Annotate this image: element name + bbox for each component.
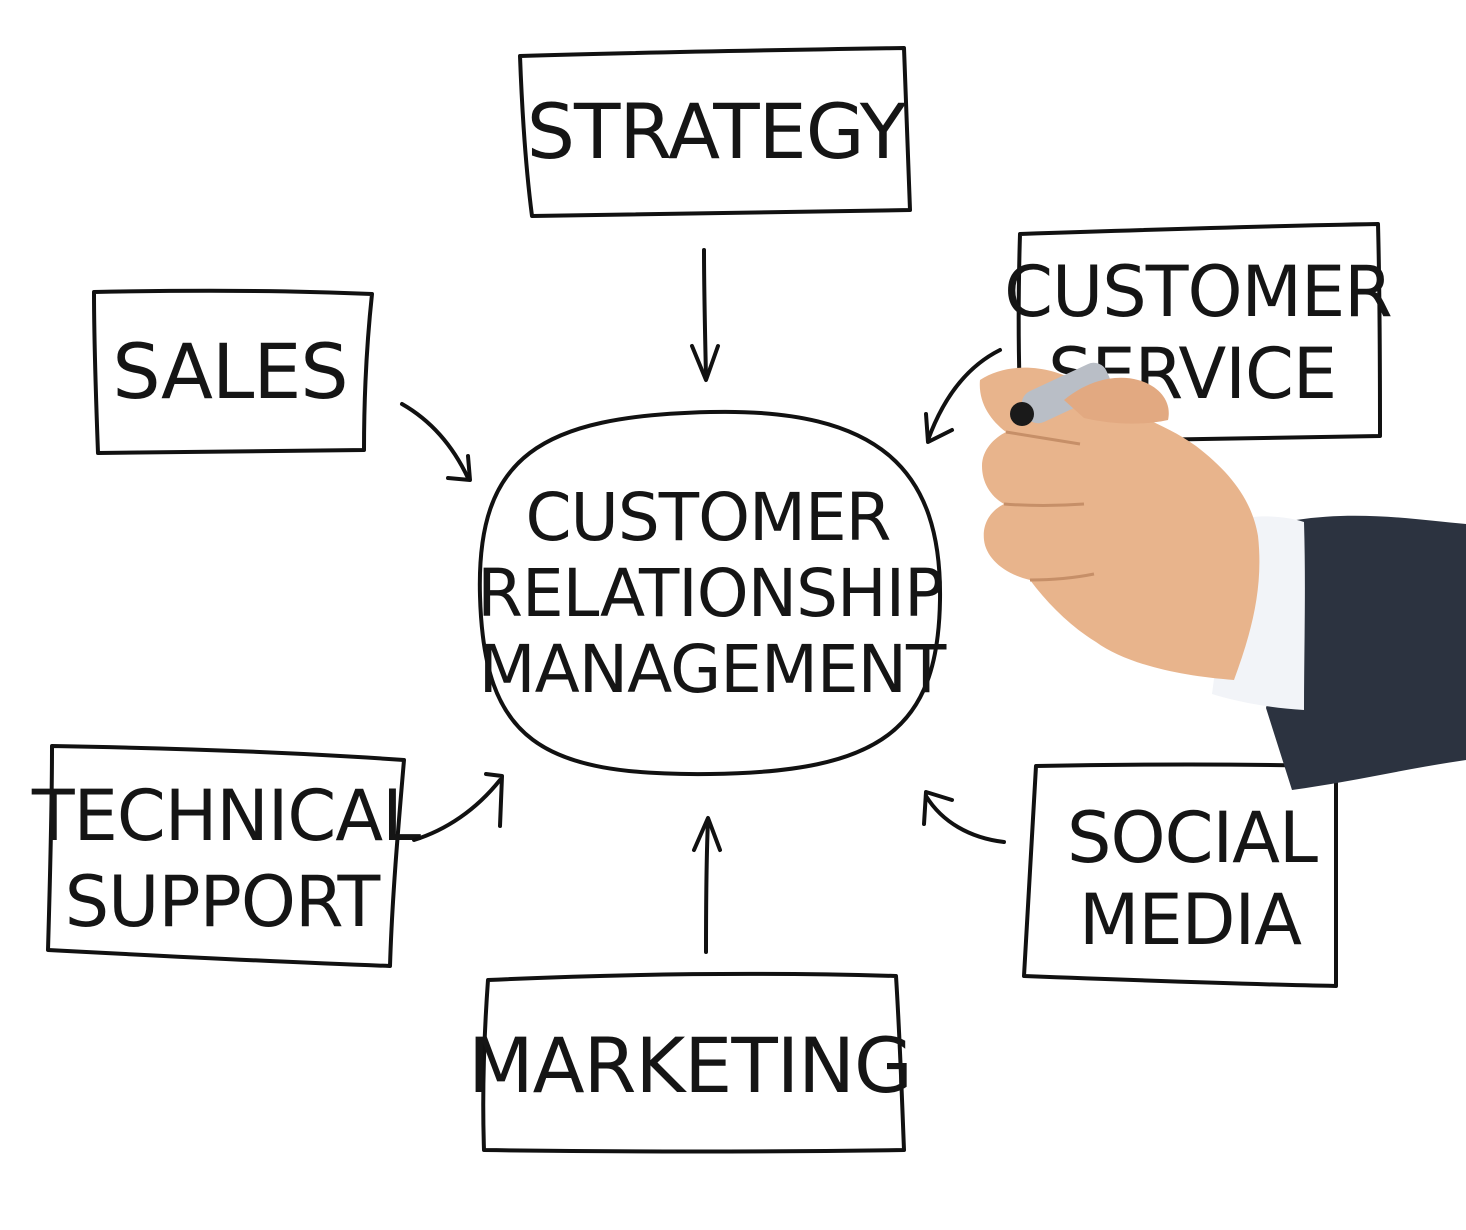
arrow-social-media (922, 790, 1006, 844)
node-customer-service: CUSTOMER SERVICE (1004, 222, 1393, 444)
arrow-strategy (690, 248, 720, 382)
finger-line-2 (1003, 502, 1085, 507)
marker-tip (1010, 402, 1034, 426)
node-social-media: SOCIAL MEDIA (1022, 762, 1339, 988)
arrow-sales-head (446, 454, 472, 482)
arrow-sales (400, 402, 472, 482)
marker (1010, 362, 1111, 426)
node-social-media-label-1: SOCIAL (1067, 797, 1318, 879)
arrow-customer-service (924, 348, 1002, 444)
node-sales: SALES (92, 288, 374, 455)
arrow-social-media-head (922, 790, 954, 826)
node-technical-support-label-1: TECHNICAL (31, 775, 421, 857)
node-technical-support-box (46, 744, 406, 968)
arrow-marketing-head (692, 816, 722, 852)
finger-line-3 (1029, 572, 1095, 582)
arrow-sales-shaft (400, 402, 470, 480)
arrow-technical-support-head (484, 772, 504, 828)
node-sales-label: SALES (112, 327, 347, 416)
node-technical-support: TECHNICAL SUPPORT (31, 744, 422, 968)
arrow-social-media-shaft (924, 794, 1006, 844)
sleeve (1266, 515, 1466, 790)
node-customer-service-label-1: CUSTOMER (1004, 251, 1392, 333)
node-center-label-1: CUSTOMER (525, 479, 890, 556)
arrow-strategy-head (690, 344, 720, 382)
arrow-customer-service-head (924, 412, 954, 444)
arrow-strategy-shaft (702, 248, 708, 380)
node-social-media-label-2: MEDIA (1079, 879, 1302, 961)
node-marketing-box (481, 971, 906, 1154)
node-strategy: STRATEGY (518, 46, 912, 218)
thumb (1064, 377, 1169, 424)
node-center: CUSTOMER RELATIONSHIP MANAGEMENT (477, 409, 948, 777)
arrow-marketing-shaft (704, 818, 710, 954)
marker-body (1021, 362, 1111, 424)
node-center-shape (477, 409, 943, 777)
node-center-label-3: MANAGEMENT (479, 631, 947, 708)
arrow-customer-service-shaft (926, 348, 1002, 442)
arrow-marketing (692, 816, 722, 954)
arrow-technical-support-shaft (412, 778, 502, 842)
palm (979, 367, 1260, 680)
node-technical-support-label-2: SUPPORT (65, 861, 381, 943)
hand-with-marker-icon (979, 362, 1466, 790)
node-marketing: MARKETING (468, 971, 913, 1154)
arrow-technical-support (412, 772, 504, 842)
node-strategy-label: STRATEGY (527, 87, 907, 176)
node-marketing-label: MARKETING (468, 1021, 912, 1110)
node-strategy-box (518, 46, 912, 218)
finger-line-1 (1005, 430, 1081, 446)
node-sales-box (92, 288, 374, 455)
node-social-media-box (1022, 762, 1339, 988)
node-center-label-2: RELATIONSHIP (477, 555, 943, 632)
